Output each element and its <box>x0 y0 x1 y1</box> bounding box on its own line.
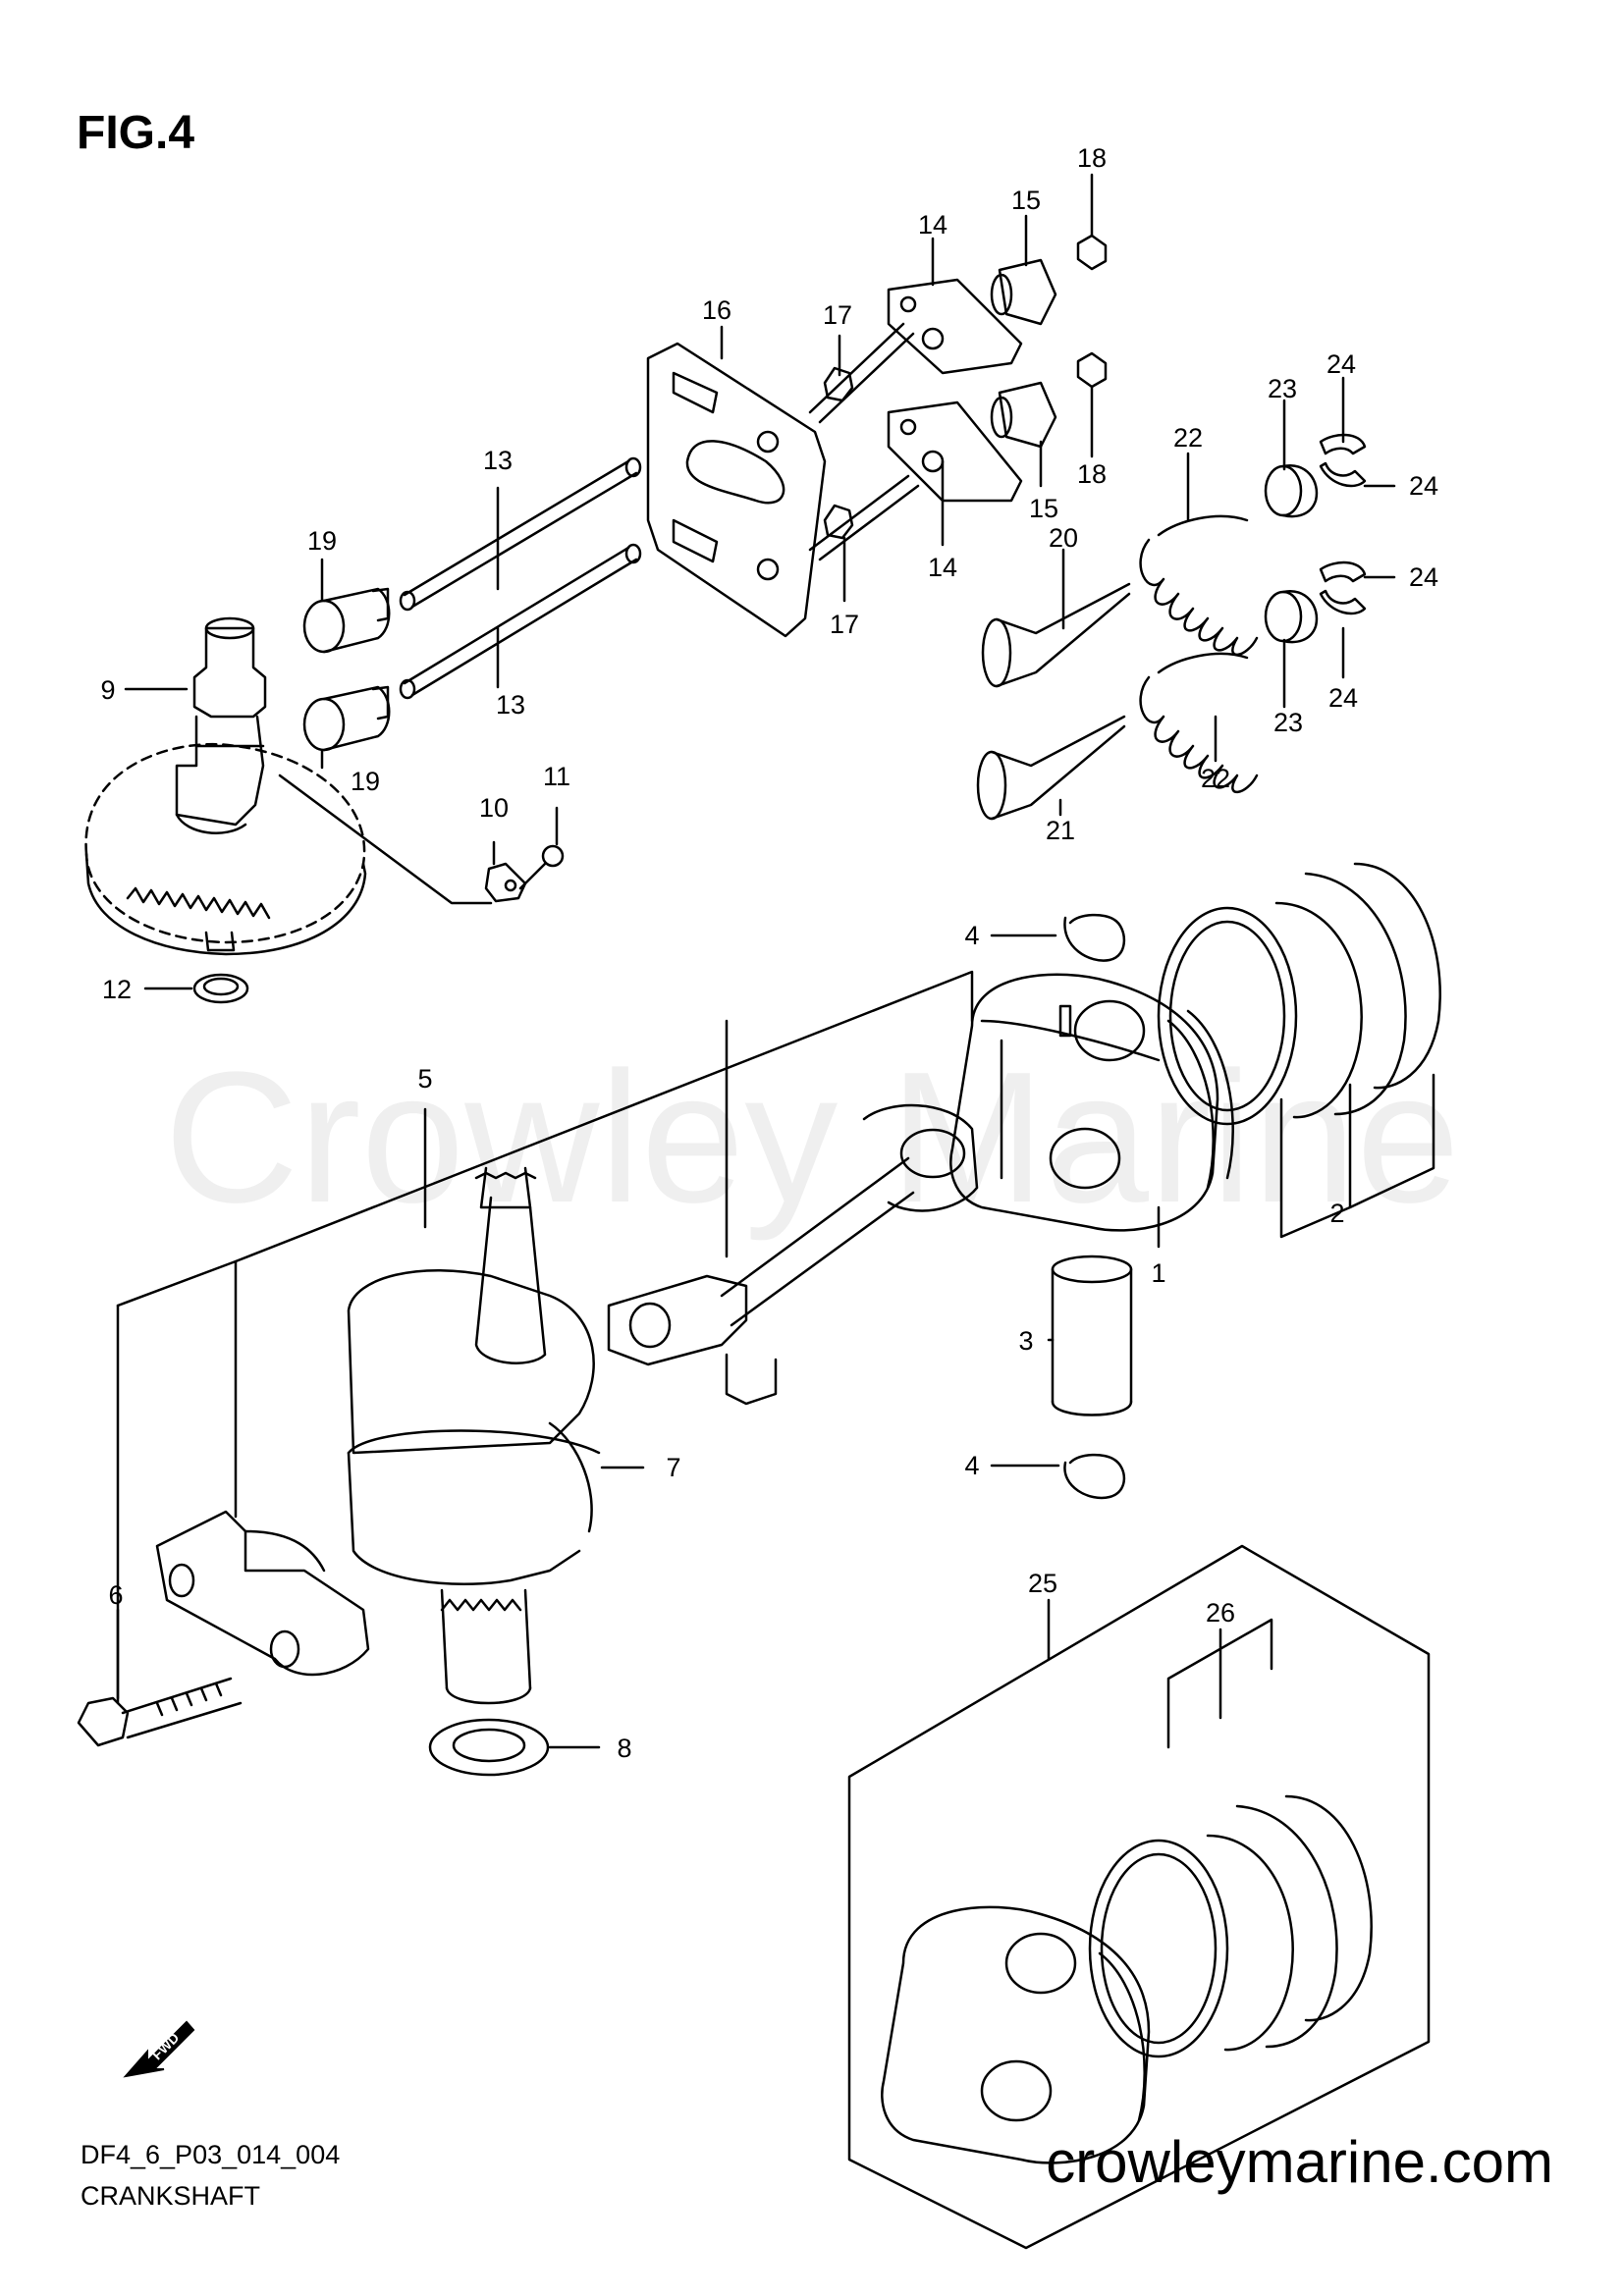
leader-2 <box>1279 1073 1435 1239</box>
callout-11: 11 <box>543 762 570 791</box>
spring-retainer-lower <box>1264 589 1319 644</box>
forward-arrow-icon: FWD <box>123 2020 195 2078</box>
valve-spring-lower <box>1139 652 1259 794</box>
callout-9: 9 <box>100 675 115 705</box>
bearing-cap-part <box>155 1510 370 1677</box>
callout-23-upper: 23 <box>1268 374 1297 403</box>
nut-lower <box>1076 351 1108 389</box>
callout-20: 20 <box>1049 523 1078 553</box>
valve-spring-upper <box>1139 514 1259 657</box>
callout-17-lower: 17 <box>830 610 859 639</box>
callout-15-lower: 15 <box>1029 494 1058 523</box>
valve-cotter-1 <box>1319 433 1367 455</box>
callout-5: 5 <box>417 1064 432 1094</box>
valve-lifter-upper <box>302 587 391 654</box>
cap-bolt-part <box>77 1677 243 1747</box>
piston-pin-clip-upper <box>1063 913 1126 962</box>
nut-upper <box>1076 234 1108 271</box>
callout-10: 10 <box>479 793 509 823</box>
screw-part <box>518 844 565 890</box>
piston-part <box>949 973 1234 1232</box>
rocker-arm-upper <box>887 278 1023 375</box>
callout-1: 1 <box>1151 1258 1165 1288</box>
valve-cotter-3 <box>1319 561 1367 583</box>
push-rod-lower <box>399 543 642 700</box>
callout-6: 6 <box>108 1580 123 1610</box>
valve-cotter-4 <box>1319 589 1367 615</box>
diagram-code: DF4_6_P03_014_004 <box>81 2140 341 2169</box>
piston-oversize-part <box>881 1905 1151 2164</box>
callout-25: 25 <box>1028 1569 1057 1598</box>
piston-pin-part <box>1051 1255 1133 1416</box>
callout-12: 12 <box>102 975 132 1004</box>
piston-set-box <box>847 1544 1431 2250</box>
rocker-pivot-upper <box>990 258 1057 326</box>
callout-19-upper: 19 <box>307 526 337 556</box>
callout-14-lower: 14 <box>928 553 957 582</box>
push-rod-upper <box>399 456 642 612</box>
callout-3: 3 <box>1018 1326 1033 1356</box>
callout-2: 2 <box>1329 1199 1344 1228</box>
bracket-line-5a <box>116 1259 238 1519</box>
callout-26: 26 <box>1206 1598 1235 1628</box>
intake-valve <box>981 582 1131 688</box>
callout-24-4: 24 <box>1328 683 1358 713</box>
crankshaft-part <box>347 1166 601 1705</box>
bracket-line-5b <box>234 970 974 1263</box>
callout-17-upper: 17 <box>823 300 852 330</box>
callout-24-1: 24 <box>1326 349 1356 379</box>
callout-19-lower: 19 <box>351 767 380 796</box>
callout-21: 21 <box>1046 816 1075 845</box>
callout-22-upper: 22 <box>1173 423 1203 453</box>
callout-15-upper: 15 <box>1011 186 1041 215</box>
exhaust-valve <box>976 715 1126 821</box>
callout-18-upper: 18 <box>1077 143 1107 173</box>
callout-16: 16 <box>702 295 731 325</box>
callout-24-3: 24 <box>1409 562 1438 592</box>
piston-rings-oversize <box>1088 1794 1373 2058</box>
callout-18-lower: 18 <box>1077 459 1107 489</box>
valve-lifter-lower <box>302 685 391 752</box>
callout-7: 7 <box>666 1453 680 1482</box>
thrust-washer-cam <box>192 973 249 1004</box>
callout-14-upper: 14 <box>918 210 947 240</box>
callout-24-2: 24 <box>1409 471 1438 501</box>
callout-13-lower: 13 <box>496 690 525 720</box>
leader-cam-10 <box>278 774 493 905</box>
leader-26 <box>1166 1618 1273 1749</box>
website-url: crowleymarine.com <box>1046 2129 1553 2195</box>
piston-rings-set <box>1157 862 1441 1126</box>
callout-4-lower: 4 <box>964 1451 979 1480</box>
bracket-part <box>484 862 527 903</box>
callout-4-upper: 4 <box>964 921 979 950</box>
diagram-caption: CRANKSHAFT <box>81 2181 261 2211</box>
rocker-arm-lower <box>887 400 1023 503</box>
figure-title: FIG.4 <box>77 107 195 159</box>
callout-8: 8 <box>617 1734 631 1763</box>
gasket-part <box>646 342 827 638</box>
watermark: Crowley Marine <box>164 1034 1460 1242</box>
spring-retainer-upper <box>1264 463 1319 518</box>
callout-22-lower: 22 <box>1201 764 1230 793</box>
callout-23-lower: 23 <box>1273 708 1303 737</box>
thrust-washer-crank <box>428 1718 550 1777</box>
callout-13-upper: 13 <box>483 446 513 475</box>
stud-lower <box>808 474 920 561</box>
connecting-rod-part <box>607 1103 979 1406</box>
rocker-pivot-lower <box>990 381 1057 449</box>
stud-upper <box>808 322 915 424</box>
valve-cotter-2 <box>1319 461 1367 488</box>
piston-pin-clip-lower <box>1063 1453 1126 1500</box>
camshaft-gear-part <box>84 616 367 956</box>
